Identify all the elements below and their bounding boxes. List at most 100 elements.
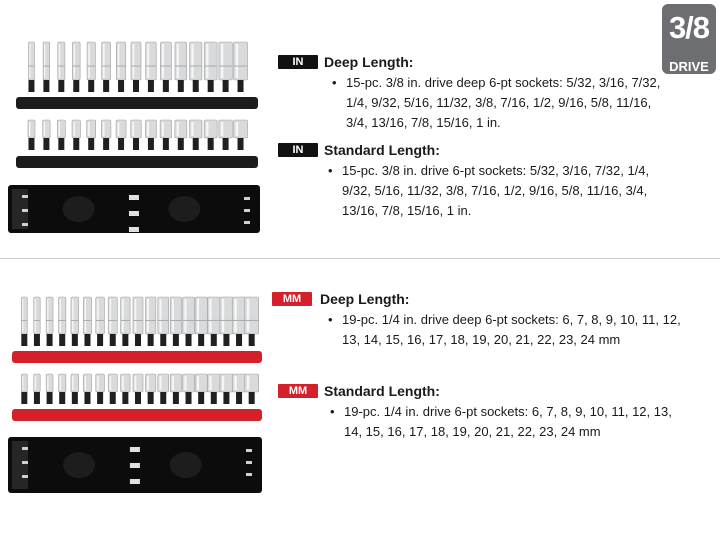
- in-deep-socket-band: [145, 65, 157, 67]
- in-standard-socket-highlight: [132, 122, 135, 136]
- mm-standard-socket-highlight: [34, 376, 36, 390]
- mm-standard-clip: [147, 392, 154, 404]
- in-deep-socket-highlight: [103, 44, 105, 78]
- in-standard-socket-highlight: [161, 122, 164, 136]
- mm-standard-clip: [46, 392, 53, 404]
- mm-standard-clip: [97, 392, 104, 404]
- mm-standard-socket-highlight: [196, 376, 200, 390]
- mm-standard-clip: [160, 392, 167, 404]
- mm-storage-case-side-marker: [246, 461, 252, 464]
- mm-standard-clip: [210, 392, 217, 404]
- spec-title: Deep Length:: [324, 54, 414, 70]
- mm-storage-case-clip-marker: [129, 463, 140, 468]
- in-deep-socket-highlight: [58, 44, 61, 78]
- in-deep-socket: [116, 41, 127, 81]
- mm-standard-clip: [223, 392, 230, 404]
- mm-deep-socket-highlight: [159, 299, 162, 332]
- mm-standard-socket-highlight: [84, 376, 87, 390]
- mm-deep-socket-band: [232, 319, 246, 321]
- in-standard-clip: [162, 138, 169, 150]
- in-deep-socket-highlight: [235, 44, 239, 78]
- mm-deep-rail: [12, 351, 262, 363]
- in-standard-socket-highlight: [220, 122, 224, 136]
- mm-storage-case-clip-marker: [129, 479, 140, 484]
- in-deep-socket-band: [174, 65, 187, 67]
- mm-standard-socket-highlight: [59, 376, 61, 390]
- in-deep-socket-band: [233, 65, 248, 67]
- in-deep-socket-band: [72, 65, 81, 67]
- in-deep-rail: [16, 97, 258, 109]
- in-standard-clip: [222, 138, 229, 150]
- mm-deep-clip: [210, 334, 217, 346]
- in-deep-clip: [133, 80, 139, 92]
- in-deep-socket-highlight: [220, 44, 224, 78]
- mm-standard-clip: [248, 392, 255, 404]
- in-deep-clip: [222, 80, 229, 92]
- mm-deep-socket-highlight: [146, 299, 149, 332]
- mm-standard-clip: [109, 392, 116, 404]
- in-standard-socket-highlight: [117, 122, 120, 136]
- spec-bullet-text: 19-pc. 1/4 in. drive 6-pt sockets: 6, 7,…: [344, 404, 672, 439]
- mm-deep-socket-band: [182, 319, 195, 321]
- in-standard-socket-highlight: [29, 122, 31, 136]
- drive-size-fraction: 3/8: [668, 10, 710, 45]
- in-storage-case: [8, 185, 260, 233]
- in-storage-case-side-marker: [244, 197, 250, 200]
- mm-storage-case-clip-marker: [129, 447, 140, 452]
- in-deep-clip: [147, 80, 154, 92]
- unit-tag-mm: MM: [272, 292, 312, 306]
- mm-deep-socket: [219, 296, 234, 335]
- mm-deep-clip: [172, 334, 179, 346]
- in-deep-socket-band: [116, 65, 126, 67]
- mm-standard-socket-highlight: [47, 376, 49, 390]
- bullet-dot: •: [330, 404, 335, 419]
- mm-standard-socket-highlight: [209, 376, 212, 390]
- mm-standard-socket-highlight: [234, 376, 237, 390]
- in-standard-clip: [192, 138, 199, 150]
- mm-standard-socket-highlight: [109, 376, 112, 390]
- in-storage-case-clip-marker: [128, 211, 139, 216]
- mm-standard-socket-highlight: [97, 376, 99, 390]
- mm-deep-socket-band: [195, 319, 208, 321]
- mm-deep-socket-highlight: [84, 299, 87, 332]
- spec-title: Standard Length:: [324, 142, 440, 158]
- in-deep-socket-band: [43, 65, 50, 67]
- mm-deep-socket-highlight: [122, 299, 124, 332]
- mm-deep-clip: [185, 334, 192, 346]
- in-deep-socket-highlight: [88, 44, 90, 78]
- mm-deep-socket-highlight: [22, 299, 24, 332]
- in-deep-clip: [177, 80, 184, 92]
- mm-deep-socket-band: [120, 319, 131, 321]
- in-deep-socket-band: [28, 65, 35, 67]
- mm-deep-clip: [223, 334, 230, 346]
- mm-deep-clip: [46, 334, 53, 346]
- mm-deep-clip: [84, 334, 91, 346]
- mm-deep-socket-highlight: [134, 299, 137, 332]
- drive-size-badge: 3/8 DRIVE: [662, 4, 716, 74]
- in-deep-socket-highlight: [44, 44, 46, 78]
- mm-deep-socket-highlight: [171, 299, 174, 332]
- mm-deep-socket-band: [46, 319, 54, 321]
- mm-standard-clip: [122, 392, 129, 404]
- in-deep-socket-highlight: [73, 44, 75, 78]
- mm-deep-socket-band: [157, 319, 169, 321]
- mm-deep-clip: [97, 334, 104, 346]
- mm-deep-socket-highlight: [47, 299, 49, 332]
- mm-standard-socket-highlight: [246, 376, 250, 390]
- in-deep-clip: [58, 80, 65, 92]
- mm-standard-socket: [83, 373, 92, 393]
- mm-deep-socket-highlight: [246, 299, 250, 332]
- mm-deep-socket-highlight: [196, 299, 200, 332]
- in-deep-socket-highlight: [176, 44, 179, 78]
- in-storage-case-clip-marker: [128, 227, 139, 232]
- mm-standard-socket-highlight: [134, 376, 137, 390]
- spec-bullet-text: 19-pc. 1/4 in. drive deep 6-pt sockets: …: [342, 312, 681, 347]
- in-standard-socket-highlight: [176, 122, 179, 136]
- mm-standard-clip: [33, 392, 40, 404]
- in-standard-socket-highlight: [73, 122, 75, 136]
- in-standard-clip: [118, 138, 125, 150]
- in-deep-clip: [103, 80, 110, 92]
- mm-deep-socket-band: [219, 319, 233, 321]
- in-standard-clip: [133, 138, 139, 150]
- in-storage-case-end-marker: [22, 209, 28, 212]
